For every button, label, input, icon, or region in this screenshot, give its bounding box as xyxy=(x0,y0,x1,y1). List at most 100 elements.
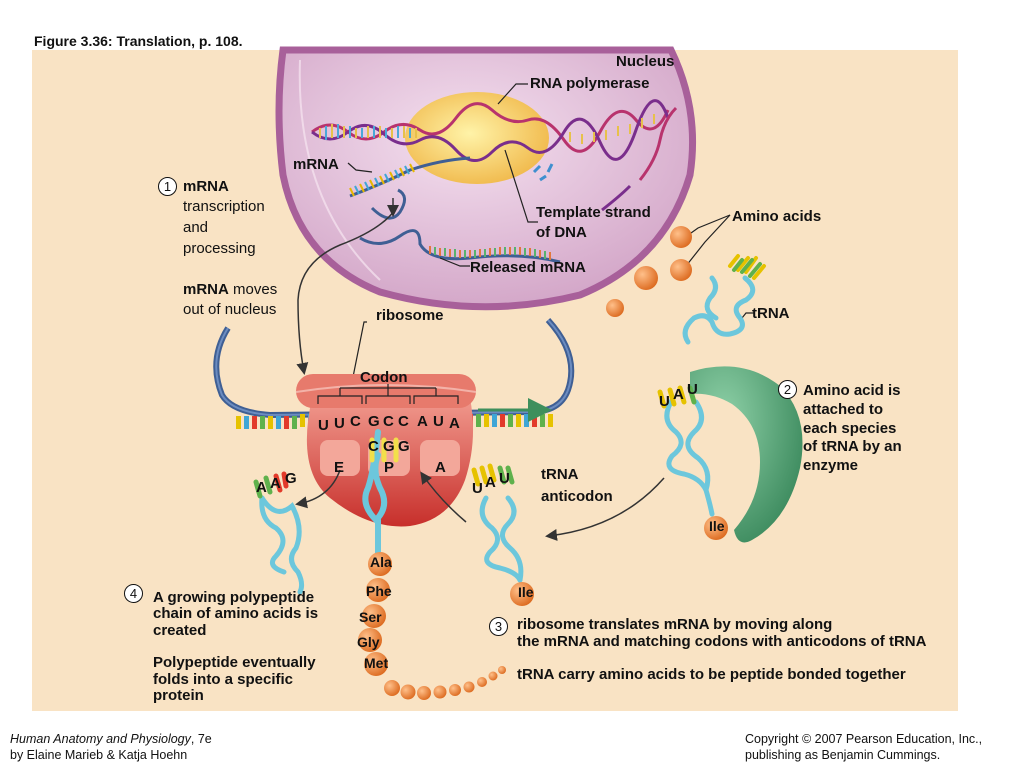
step-1-title: mRNA xyxy=(183,178,229,195)
ribosome xyxy=(295,374,477,527)
mrna-base-tick xyxy=(260,416,265,429)
step-1-line: and xyxy=(183,219,209,236)
site-a-label: A xyxy=(435,459,446,476)
mrna-base-tick xyxy=(500,414,505,427)
label-rna-polymerase: RNA polymerase xyxy=(530,75,650,92)
incoming-trna-base: A xyxy=(485,474,496,491)
mrna-base-tick xyxy=(284,416,289,429)
figure-title: Figure 3.36: Translation, p. 108. xyxy=(34,33,243,49)
nuclear-mrna xyxy=(349,156,561,264)
mrna-base-tick xyxy=(252,416,257,429)
mrna-base-tick xyxy=(292,416,297,429)
anticodon-base: C xyxy=(368,438,379,455)
step-1-extra: mRNA moves xyxy=(183,281,277,299)
amino-acid-label: Ser xyxy=(359,609,382,625)
e-trna-base: G xyxy=(285,470,297,487)
label-nucleus: Nucleus xyxy=(616,53,675,70)
incoming-amino-acid xyxy=(510,582,534,606)
book-title: Human Anatomy and Physiology xyxy=(10,732,191,746)
mrna-base-tick xyxy=(548,414,553,427)
mrna-base-tick xyxy=(516,414,521,427)
step-2-number: 2 xyxy=(778,380,797,399)
incoming-trna-base: U xyxy=(499,470,510,487)
step-3-number: 3 xyxy=(489,617,508,636)
step-2-line: Amino acid is xyxy=(803,382,901,399)
step-1-extra-line2: out of nucleus xyxy=(183,301,277,318)
site-e-label: E xyxy=(334,459,345,476)
codon-brackets xyxy=(317,384,459,404)
mrna-base-tick xyxy=(508,414,513,427)
book-edition: , 7e xyxy=(190,732,212,746)
mrna-base: U xyxy=(334,415,345,432)
site-p-label: P xyxy=(384,459,395,476)
incoming-trna-arrow xyxy=(420,471,467,523)
mrna-base-tick xyxy=(484,414,489,427)
mrna-base: C xyxy=(398,413,409,430)
mrna-base: C xyxy=(350,413,361,430)
amino-acid-label: Phe xyxy=(366,583,392,599)
label-ribosome: ribosome xyxy=(376,307,444,324)
label-template-strand-2: of DNA xyxy=(536,224,587,241)
mrna-base: U xyxy=(318,417,329,434)
step-2-line: enzyme xyxy=(803,457,859,474)
mrna-base: A xyxy=(417,413,428,430)
mrna-base-tick xyxy=(540,414,545,427)
incoming-trna xyxy=(471,463,524,583)
amino-acid-ball xyxy=(368,552,392,576)
mrna-base-tick xyxy=(244,416,249,429)
free-amino-acids xyxy=(606,226,692,317)
label-amino-acids: Amino acids xyxy=(732,208,822,225)
step-4-line: chain of amino acids is xyxy=(153,605,319,622)
label-codon: Codon xyxy=(360,369,408,386)
step-3-line: ribosome translates mRNA by moving along xyxy=(517,616,833,633)
amino-acid-ball xyxy=(358,628,382,652)
step-4-extra: Polypeptide eventually xyxy=(153,654,316,671)
enzyme-to-ribosome-arrow xyxy=(545,477,665,541)
step-4-extra: folds into a specific xyxy=(153,671,294,688)
copyright-line: Copyright © 2007 Pearson Education, Inc.… xyxy=(745,732,983,746)
anticodon-base: G xyxy=(383,438,395,455)
step-1-line: transcription xyxy=(183,198,265,215)
incoming-trna-base: U xyxy=(472,480,483,497)
label-mrna: mRNA xyxy=(293,156,339,173)
label-released-mrna: Released mRNA xyxy=(470,259,586,276)
mrna-base-tick xyxy=(532,414,537,427)
amino-acid-label: Met xyxy=(364,655,389,671)
mrna-base: C xyxy=(383,413,394,430)
enzyme-trna xyxy=(657,385,715,517)
publisher-line: publishing as Benjamin Cummings. xyxy=(745,748,941,762)
citation-book: Human Anatomy and Physiology, 7e xyxy=(10,731,212,747)
step-2-line: attached to xyxy=(803,401,884,418)
amino-acid-ball xyxy=(366,578,390,602)
step-4-number: 4 xyxy=(124,584,143,603)
e-trna-base: A xyxy=(256,479,267,496)
mrna-base-tick xyxy=(236,416,241,429)
mrna-base: G xyxy=(368,413,380,430)
step-3-line: the mRNA and matching codons with antico… xyxy=(517,633,927,650)
mrna-to-ribosome-arrow xyxy=(296,209,396,375)
amino-acid-label: Gly xyxy=(357,634,380,650)
mrna-base-tick xyxy=(476,414,481,427)
e-site-trna xyxy=(253,471,305,595)
step-2-line: of tRNA by an xyxy=(803,438,902,455)
enzyme-amino-acid-label: Ile xyxy=(709,518,725,534)
step-1-extra-bold: mRNA xyxy=(183,281,229,298)
label-template-strand-1: Template strand xyxy=(536,204,651,221)
mrna-base-tick xyxy=(268,416,273,429)
step-1-extra-rest: moves xyxy=(228,281,278,298)
enzyme-trna-base: U xyxy=(659,393,670,410)
citation-authors: by Elaine Marieb & Katja Hoehn xyxy=(10,748,188,762)
free-trna xyxy=(682,254,766,345)
step-1-line: processing xyxy=(183,240,256,257)
mrna-base-tick xyxy=(492,414,497,427)
mrna-base-tick xyxy=(524,414,529,427)
step-4-extra: protein xyxy=(153,687,204,704)
e-trna-base: A xyxy=(270,475,281,492)
step-4-line: A growing polypeptide xyxy=(153,589,315,606)
anticodon-base: G xyxy=(398,438,410,455)
label-trna-anticodon-1: tRNA xyxy=(541,466,579,483)
label-trna: tRNA xyxy=(752,305,790,322)
free-nucleotides xyxy=(532,163,554,182)
dna-rungs xyxy=(319,114,655,144)
